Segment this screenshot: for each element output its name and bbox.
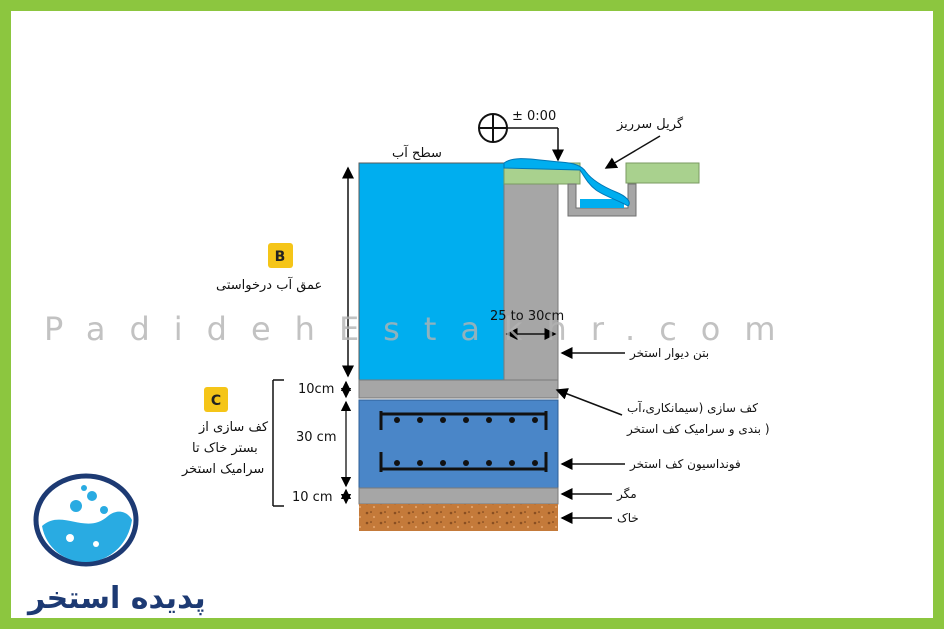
rebar-top [379, 411, 548, 430]
logo-text: پدیده استخر [26, 581, 206, 616]
floor-screed [358, 379, 559, 399]
pool-water [358, 162, 505, 381]
floor-build-label-1: کف سازی از [198, 420, 269, 435]
water-splash-icon [33, 473, 139, 567]
badge-c [204, 387, 228, 412]
water-surface-label: سطح آب [392, 144, 442, 161]
badge-b-text: B [275, 249, 286, 265]
lean-concrete-label: مگر [616, 487, 637, 502]
finish-arrow [555, 388, 623, 416]
lean-concrete [358, 487, 559, 505]
overflow-grill-label: گریل سرریز [616, 116, 684, 132]
badge-b [268, 243, 293, 268]
finish-label-1: کف سازی (سیمانکاری،آب [627, 400, 758, 416]
dim-30cm-label: 30 cm [296, 430, 337, 445]
watermark: PadidehEstakhr.com [44, 310, 800, 348]
overflow-water [580, 199, 624, 208]
level-label: ± 0:00 [512, 109, 556, 124]
floor-build-label-2: بستر خاک تا [192, 441, 258, 456]
soil-label: خاک [617, 511, 639, 525]
wall-thickness-label: 25 to 30cm [490, 309, 564, 324]
level-symbol [478, 113, 564, 162]
overflow-wave [503, 158, 630, 207]
floor-build-label-3: سرامیک استخر [181, 462, 264, 477]
badge-c-text: C [211, 393, 221, 409]
wall-concrete-label: بتن دیوار استخر [629, 346, 709, 361]
dim-10cm-bottom-label: 10 cm [292, 490, 333, 505]
rebar-bottom [379, 452, 548, 472]
dim-10cm-top-label: 10cm [298, 382, 334, 397]
water-depth-label: عمق آب درخواستی [216, 276, 322, 293]
pool-wall-concrete [503, 183, 559, 381]
overflow-grill-arrow [604, 135, 661, 169]
soil-layer [359, 504, 558, 531]
finish-label-2: بندی و سرامیک کف استخر ) [626, 422, 770, 437]
foundation-label: فونداسیون کف استخر [629, 457, 741, 472]
deck-coping [625, 162, 700, 184]
